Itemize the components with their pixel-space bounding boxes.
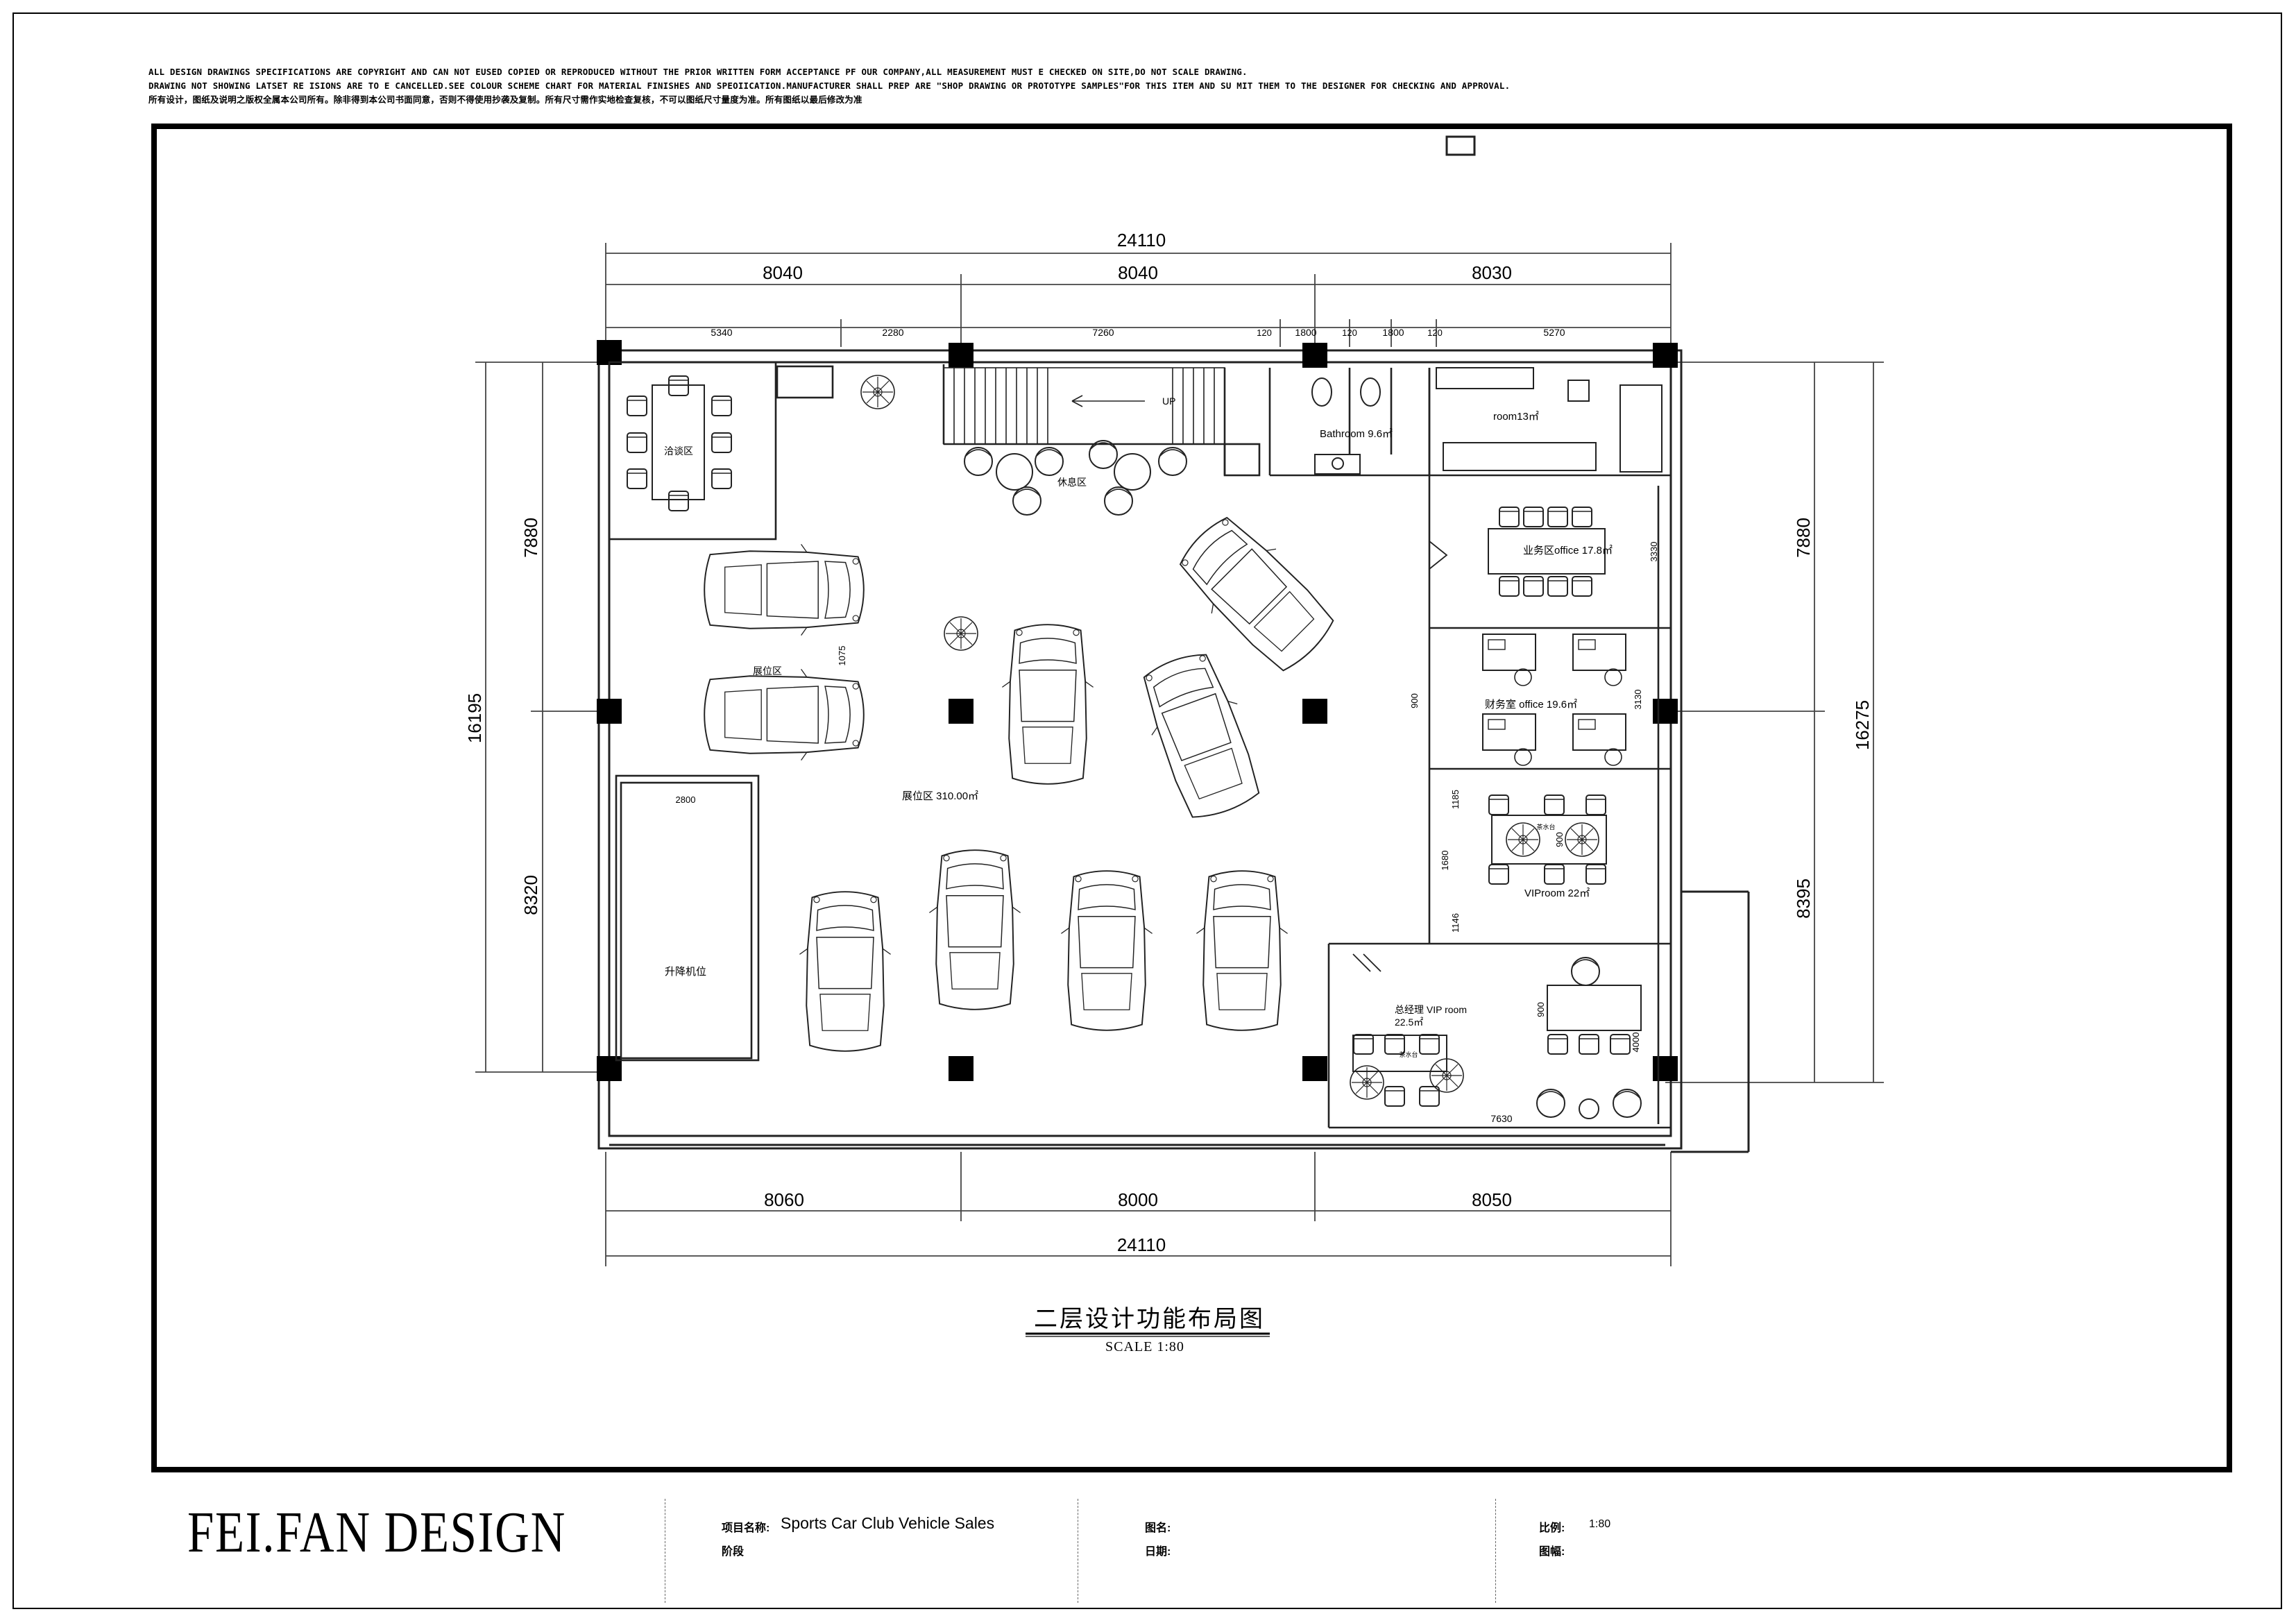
sheet-border [12,12,2282,1609]
dim-right-total: 16275 [1852,700,1873,750]
dim-inner-4: 3330 [1649,542,1659,562]
lounge-furniture [860,375,1187,651]
dimension-top [605,243,1672,347]
plan-scale: SCALE 1:80 [1105,1339,1184,1354]
label-room: room13㎡ [1493,411,1539,423]
car [1196,870,1289,1031]
display-cars [704,504,1345,1052]
dim-top-bay-3: 8030 [1472,262,1512,283]
car [928,849,1021,1010]
drawing-name-label: 图名: [1145,1522,1171,1534]
dim-top-total: 24110 [1117,230,1166,250]
label-bathroom: Bathroom 9.6㎡ [1320,428,1393,440]
dim-inner-7: 1680 [1440,851,1450,871]
label-display: 展位区 [753,665,782,677]
dim-top-detail-9: 5270 [1543,327,1565,338]
car [799,891,892,1052]
label-tea-1: 茶水台 [1536,823,1555,831]
label-vip-room: VIProom 22㎡ [1524,887,1590,899]
dim-left-part-2: 8320 [520,875,541,915]
car [704,543,865,636]
dim-top-detail-7: 1800 [1382,327,1404,338]
label-lift: 升降机位 [665,966,706,978]
partitions [608,361,1671,1129]
dim-top-detail-8: 120 [1427,328,1443,338]
label-display-main: 展位区 310.00㎡ [902,790,978,802]
project-value: Sports Car Club Vehicle Sales [781,1514,995,1532]
doors [1352,541,1448,972]
notes-line-3: 所有设计，图纸及说明之版权全属本公司所有。除非得到本公司书面同意，否则不得使用抄… [148,94,862,105]
stage-label: 阶段 [722,1546,745,1558]
notes-line-1: ALL DESIGN DRAWINGS SPECIFICATIONS ARE C… [148,67,1248,77]
dim-top-detail-3: 7260 [1092,327,1114,338]
dim-right-part-1: 7880 [1793,518,1814,558]
copyright-notes: ALL DESIGN DRAWINGS SPECIFICATIONS ARE C… [148,65,1510,107]
car [704,668,865,761]
label-gm-vip-room-1: 总经理 VIP room [1395,1004,1467,1015]
car [1130,644,1271,827]
drawing-frame [151,124,2232,1472]
room-furniture [1436,367,1663,473]
scale-value: 1:80 [1589,1518,1611,1530]
dim-top-detail-4: 120 [1257,328,1272,338]
dim-bottom-bay-1: 8060 [764,1189,804,1210]
firm-logo: FEI.FAN DESIGN [187,1500,566,1565]
label-lounge: 休息区 [1057,477,1087,488]
dim-inner-1: 1075 [837,646,847,666]
dim-inner-5: 3130 [1633,690,1643,710]
staircase [943,367,1225,445]
label-business-office: 业务区office 17.8㎡ [1523,545,1613,556]
dim-top-detail-5: 1800 [1295,327,1316,338]
scale-label: 比例: [1539,1522,1565,1534]
dim-top-bay-2: 8040 [1118,262,1158,283]
dim-inner-9: 900 [1536,1002,1546,1017]
dim-bottom-bay-2: 8000 [1118,1189,1158,1210]
sheet-size-label: 图幅: [1539,1546,1565,1558]
dimension-sides [475,362,1884,1083]
plan-title: 二层设计功能布局图 [1034,1306,1265,1332]
title-block-divider [1495,1499,1496,1603]
dim-inner-8: 1146 [1450,913,1461,933]
negotiation-area-furniture [627,375,732,511]
car [1060,870,1153,1031]
dim-top-bay-1: 8040 [763,262,803,283]
dim-inner-10: 4000 [1631,1033,1641,1053]
dim-right-part-2: 8395 [1793,878,1814,919]
project-label: 项目名称: [722,1522,770,1534]
dim-bottom-total: 24110 [1117,1234,1166,1255]
car [1001,624,1094,785]
label-tea-2: 茶水台 [1399,1051,1418,1058]
business-office-furniture [1488,507,1606,597]
label-up: UP [1162,396,1175,407]
dim-top-detail-1: 5340 [711,327,732,338]
dimension-bottom [605,1152,1672,1266]
label-finance-office: 财务室 office 19.6㎡ [1485,699,1577,711]
dim-inner-6: 1185 [1450,790,1461,809]
dim-inner-3: 900 [1409,693,1420,708]
dim-inner-2: 2800 [676,794,696,805]
label-negotiation: 洽谈区 [664,445,693,457]
label-gm-vip-room-2: 22.5㎡ [1395,1017,1423,1028]
dim-left-part-1: 7880 [520,518,541,558]
building-walls [597,135,1750,1153]
dim-left-total: 16195 [464,693,485,743]
dim-bottom-bay-3: 8050 [1472,1189,1512,1210]
date-label: 日期: [1145,1546,1171,1558]
gm-vip-room-furniture [1350,957,1642,1119]
dim-inner-11: 7630 [1490,1113,1512,1124]
notes-line-2: DRAWING NOT SHOWING LATSET RE ISIONS ARE… [148,80,1511,91]
vip-room-furniture [1488,794,1607,885]
dim-top-detail-2: 2280 [882,327,903,338]
dim-inner-12: 900 [1554,832,1565,847]
dim-top-detail-6: 120 [1342,328,1357,338]
bathroom-fixtures [1311,377,1381,475]
